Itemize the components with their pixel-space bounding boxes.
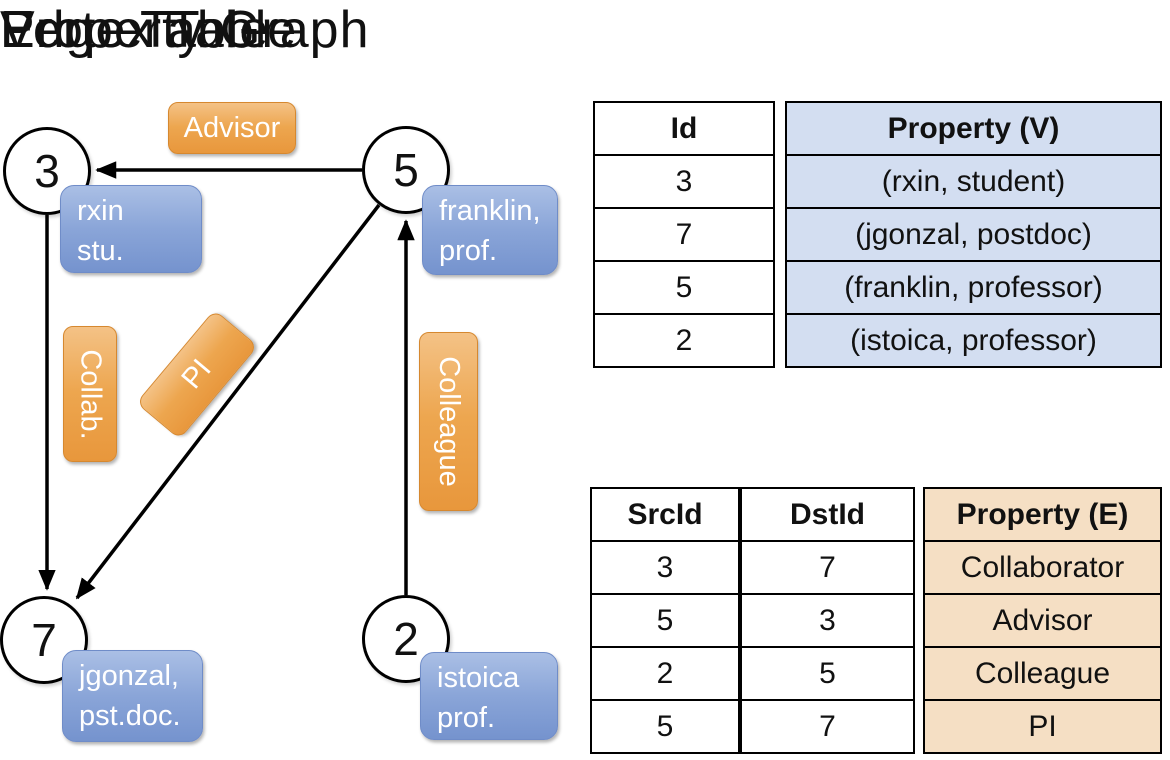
prop-franklin-line2: prof.: [439, 235, 498, 267]
edge-table-srcid-cell: 5: [590, 699, 740, 754]
edge-label-collab-text: Collab.: [74, 348, 107, 440]
edge-table-property-cell: Advisor: [923, 593, 1162, 648]
edge-table-dstid-cell: 3: [740, 593, 915, 648]
edge-label-pi: PI: [135, 309, 259, 440]
edge-label-advisor-text: Advisor: [183, 111, 281, 144]
edge-table-header-property: Property (E): [923, 487, 1162, 542]
vertex-table-title: Vertex Table: [0, 1, 298, 59]
edge-table-header-srcid: SrcId: [590, 487, 740, 542]
property-graph-title: Property Graph: [0, 1, 370, 59]
vertex-table-id-column: Id 3 7 5 2: [593, 101, 775, 368]
prop-franklin-line1: franklin,: [439, 195, 541, 227]
node-5-id: 5: [393, 144, 419, 196]
vertex-table-header-property: Property (V): [785, 101, 1162, 156]
edge-table-dstid-column: DstId 7 3 5 7: [740, 487, 915, 754]
edge-table-dstid-cell: 7: [740, 699, 915, 754]
vertex-property-box-franklin: franklin, prof.: [422, 185, 558, 275]
edge-label-pi-text: PI: [175, 353, 218, 395]
vertex-property-box-rxin: rxin stu.: [60, 185, 202, 273]
edge-table-srcid-cell: 5: [590, 593, 740, 648]
edge-table-header-dstid: DstId: [740, 487, 915, 542]
edge-label-colleague: Colleague: [419, 332, 478, 511]
edge-table-property-cell: Collaborator: [923, 540, 1162, 595]
vertex-table-property-cell: (jgonzal, postdoc): [785, 207, 1162, 262]
edge-table-dstid-cell: 5: [740, 646, 915, 701]
vertex-table-id-cell: 3: [593, 154, 775, 209]
edge-table-property-cell: Colleague: [923, 646, 1162, 701]
vertex-table-property-cell: (rxin, student): [785, 154, 1162, 209]
edge-label-advisor: Advisor: [168, 102, 296, 154]
vertex-table-header-id: Id: [593, 101, 775, 156]
vertex-table-id-cell: 7: [593, 207, 775, 262]
vertex-table-id-cell: 5: [593, 260, 775, 315]
vertex-property-box-jgonzal: jgonzal, pst.doc.: [62, 650, 203, 742]
prop-istoica-line2: prof.: [437, 702, 496, 734]
edge-table-property-cell: PI: [923, 699, 1162, 754]
prop-rxin-line2: stu.: [77, 235, 124, 267]
prop-jgonzal-line1: jgonzal,: [79, 660, 179, 692]
vertex-table-property-cell: (istoica, professor): [785, 313, 1162, 368]
edge-table-dstid-cell: 7: [740, 540, 915, 595]
vertex-property-box-istoica: istoica prof.: [420, 652, 558, 740]
edge-table-property-column: Property (E) Collaborator Advisor Collea…: [923, 487, 1162, 754]
prop-jgonzal-line2: pst.doc.: [79, 700, 181, 732]
edge-table-srcid-cell: 2: [590, 646, 740, 701]
prop-rxin-line1: rxin: [77, 195, 124, 227]
node-7-id: 7: [31, 614, 57, 666]
edge-table-title: Edge Table: [0, 1, 270, 59]
prop-istoica-line1: istoica: [437, 662, 520, 694]
edge-label-collab: Collab.: [63, 326, 117, 462]
edge-table-srcid-cell: 3: [590, 540, 740, 595]
vertex-table-property-column: Property (V) (rxin, student) (jgonzal, p…: [785, 101, 1162, 368]
node-3-id: 3: [34, 145, 60, 197]
vertex-table-property-cell: (franklin, professor): [785, 260, 1162, 315]
edge-table-srcid-column: SrcId 3 5 2 5: [590, 487, 740, 754]
edge-label-colleague-text: Colleague: [433, 356, 466, 487]
vertex-table-id-cell: 2: [593, 313, 775, 368]
node-2-id: 2: [393, 613, 419, 665]
